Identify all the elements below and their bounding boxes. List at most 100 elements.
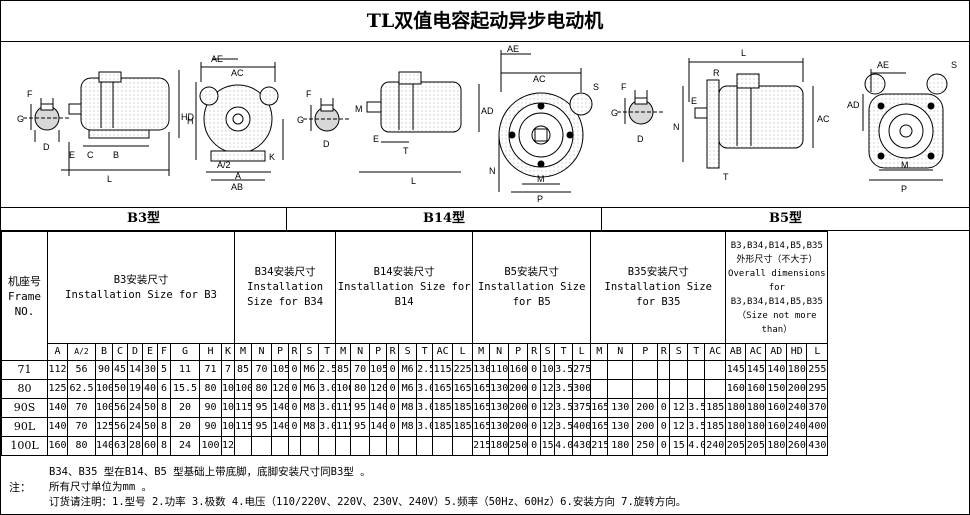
b3-side-label: L <box>107 174 112 184</box>
b5-side-label: L <box>741 48 746 58</box>
value-cell: 50 <box>112 379 128 399</box>
value-cell: 165 <box>472 398 491 418</box>
b3-shaft-label: F <box>27 89 33 99</box>
column-header: A <box>47 343 68 361</box>
b3-side-label: E <box>69 150 75 160</box>
value-cell: 400 <box>806 417 829 437</box>
value-cell: 24 <box>170 436 200 456</box>
value-cell <box>251 436 273 456</box>
group-header-line: B35安装尺寸 <box>627 266 689 278</box>
value-cell: 150 <box>765 379 788 399</box>
column-header: S <box>398 343 418 361</box>
value-cell: 200 <box>508 379 529 399</box>
value-cell: 205 <box>745 436 767 456</box>
value-cell: 125 <box>47 379 68 399</box>
value-cell: 0 <box>657 417 671 437</box>
column-header: L <box>572 343 592 361</box>
value-cell: 120 <box>271 379 290 399</box>
value-cell <box>271 436 290 456</box>
value-cell: 24 <box>127 417 143 437</box>
value-cell: 3.5 <box>554 417 574 437</box>
b14-end-view <box>498 50 593 193</box>
column-header: S <box>300 343 320 361</box>
value-cell: 140 <box>271 398 290 418</box>
value-cell: 160 <box>508 360 529 380</box>
b5-side-label: AC <box>817 114 830 124</box>
column-header: P <box>632 343 659 361</box>
value-cell: 165 <box>472 379 491 399</box>
value-cell: 3.5 <box>554 360 574 380</box>
value-cell: 95 <box>350 417 371 437</box>
b14-shaft-section <box>303 98 351 132</box>
value-cell <box>632 379 659 399</box>
value-cell: 140 <box>47 417 68 437</box>
value-cell: 255 <box>806 360 829 380</box>
value-cell: 125 <box>95 417 113 437</box>
value-cell: 0 <box>288 417 302 437</box>
value-cell: 200 <box>508 398 529 418</box>
b14-end-label: N <box>489 166 496 176</box>
value-cell <box>607 379 634 399</box>
column-header: D <box>127 343 143 361</box>
value-cell: 115 <box>335 398 352 418</box>
value-cell: 140 <box>95 436 113 456</box>
column-header: AC <box>432 343 454 361</box>
value-cell <box>288 436 302 456</box>
b5-end-label: AE <box>877 60 889 70</box>
value-cell: 0 <box>527 436 542 456</box>
b14-side-label: M <box>355 104 363 114</box>
value-cell <box>669 360 689 380</box>
value-cell: 112 <box>47 360 68 380</box>
column-header: N <box>607 343 634 361</box>
value-cell: M8 <box>398 417 418 437</box>
value-cell: 430 <box>572 436 592 456</box>
value-cell: 85 <box>335 360 352 380</box>
group-header-line: Installation Size for B3 <box>65 288 217 301</box>
page-title: TL双值电容起动异步电动机 <box>1 1 969 42</box>
value-cell: 165 <box>472 417 491 437</box>
column-header: T <box>318 343 337 361</box>
group-header-line: for B35 <box>636 296 681 308</box>
value-cell: 185 <box>432 417 454 437</box>
value-cell: 50 <box>142 417 158 437</box>
value-cell: 215 <box>590 436 609 456</box>
b5-shaft-label: G <box>611 108 618 118</box>
value-cell: 370 <box>806 398 829 418</box>
value-cell: 130 <box>607 417 634 437</box>
notes-label: 注： <box>9 481 31 494</box>
frame-header-line: NO. <box>14 304 35 318</box>
value-cell: M6 <box>398 360 418 380</box>
value-cell: 3.5 <box>554 398 574 418</box>
value-cell: 160 <box>725 379 747 399</box>
value-cell: 275 <box>572 360 592 380</box>
value-cell: 165 <box>590 398 609 418</box>
group-header-line: for <box>768 282 785 293</box>
column-header: T <box>554 343 574 361</box>
value-cell: 250 <box>632 436 659 456</box>
b5-end-label: AD <box>847 100 860 110</box>
value-cell: 3.0 <box>318 398 337 418</box>
value-cell <box>350 436 371 456</box>
column-header: T <box>687 343 706 361</box>
value-cell: 240 <box>786 398 808 418</box>
column-header: M <box>335 343 352 361</box>
group-header-line: 外形尺寸（不大于） <box>736 254 818 265</box>
value-cell <box>687 379 706 399</box>
value-cell: 50 <box>142 398 158 418</box>
column-header: R <box>288 343 302 361</box>
value-cell: 180 <box>745 417 767 437</box>
value-cell: 19 <box>127 379 143 399</box>
group-header-line: B3,B34,B14,B5,B35 <box>730 296 823 307</box>
value-cell <box>590 379 609 399</box>
value-cell: 20 <box>170 398 200 418</box>
frame-cell: 80 <box>1 379 48 399</box>
b3-end-label: H <box>187 116 194 126</box>
value-cell: 20 <box>170 417 200 437</box>
value-cell <box>369 436 388 456</box>
value-cell: 180 <box>607 436 634 456</box>
value-cell: 180 <box>745 398 767 418</box>
value-cell <box>607 360 634 380</box>
value-cell: 200 <box>632 417 659 437</box>
